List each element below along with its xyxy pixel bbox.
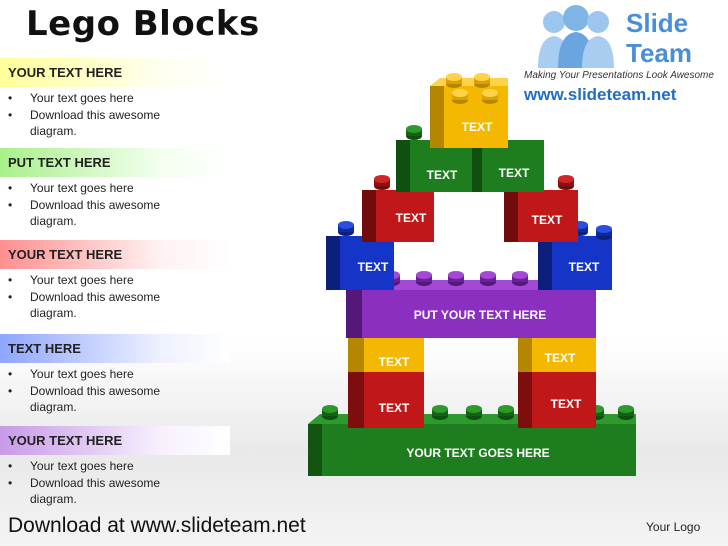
bullet-item: Your text goes here xyxy=(0,366,180,383)
row2-right-label: TEXT xyxy=(499,166,530,180)
pillar-right-top-label: TEXT xyxy=(545,351,576,365)
section-heading: YOUR TEXT HERE xyxy=(0,58,230,87)
bullet-item: Your text goes here xyxy=(0,180,180,197)
brand-url[interactable]: www.slideteam.net xyxy=(524,85,677,104)
brand-name-team: Team xyxy=(626,38,692,68)
section-heading: YOUR TEXT HERE xyxy=(0,240,230,269)
bullet-item: Your text goes here xyxy=(0,458,180,475)
text-section-5: YOUR TEXT HERE Your text goes here Downl… xyxy=(0,426,230,508)
red-block-left: TEXT xyxy=(362,175,434,242)
base-label: YOUR TEXT GOES HERE xyxy=(406,446,549,460)
bullet-item: Download this awesome diagram. xyxy=(0,107,180,140)
slideteam-logo: Slide Team Making Your Presentations Loo… xyxy=(518,0,728,110)
logo-placeholder: Your Logo xyxy=(646,520,701,534)
bullet-item: Download this awesome diagram. xyxy=(0,289,180,322)
bullet-list: Your text goes here Download this awesom… xyxy=(0,458,230,508)
section-heading: TEXT HERE xyxy=(0,334,230,363)
section-heading: YOUR TEXT HERE xyxy=(0,426,230,455)
yellow-block-top: TEXT xyxy=(430,73,508,148)
purple-bar-label: PUT YOUR TEXT HERE xyxy=(414,308,546,322)
row4-left-label: TEXT xyxy=(358,260,389,274)
pillar-left-bottom-label: TEXT xyxy=(379,401,410,415)
green-block-left: TEXT xyxy=(396,125,472,192)
footer-download[interactable]: Download at www.slideteam.net xyxy=(8,514,306,537)
bullet-list: Your text goes here Download this awesom… xyxy=(0,180,230,230)
pillar-left-top-label: TEXT xyxy=(379,355,410,369)
text-section-1: YOUR TEXT HERE Your text goes here Downl… xyxy=(0,58,230,140)
row2-left-label: TEXT xyxy=(427,168,458,182)
blue-block-right: TEXT xyxy=(538,221,612,290)
text-section-3: YOUR TEXT HERE Your text goes here Downl… xyxy=(0,240,230,322)
bullet-list: Your text goes here Download this awesom… xyxy=(0,366,230,416)
row3-right-label: TEXT xyxy=(532,213,563,227)
brand-tagline: Making Your Presentations Look Awesome xyxy=(524,70,714,81)
blue-block-left: TEXT xyxy=(326,221,394,290)
bullet-item: Download this awesome diagram. xyxy=(0,475,180,508)
bullet-item: Your text goes here xyxy=(0,272,180,289)
people-icon xyxy=(538,5,614,68)
pillar-right-bottom-label: TEXT xyxy=(551,397,582,411)
bullet-item: Your text goes here xyxy=(0,90,180,107)
brand-name-slide: Slide xyxy=(626,8,689,38)
bullet-item: Download this awesome diagram. xyxy=(0,197,180,230)
top-block-label: TEXT xyxy=(462,120,493,134)
bullet-item: Download this awesome diagram. xyxy=(0,383,180,416)
row3-left-label: TEXT xyxy=(396,211,427,225)
slide-title: Lego Blocks xyxy=(26,4,260,44)
text-section-2: PUT TEXT HERE Your text goes here Downlo… xyxy=(0,148,230,230)
row4-right-label: TEXT xyxy=(569,260,600,274)
bullet-list: Your text goes here Download this awesom… xyxy=(0,272,230,322)
purple-bar: PUT YOUR TEXT HERE xyxy=(346,271,596,338)
section-heading: PUT TEXT HERE xyxy=(0,148,230,177)
red-block-right: TEXT xyxy=(504,175,578,242)
bullet-list: Your text goes here Download this awesom… xyxy=(0,90,230,140)
text-section-4: TEXT HERE Your text goes here Download t… xyxy=(0,334,230,416)
green-block-right: TEXT xyxy=(472,140,544,192)
